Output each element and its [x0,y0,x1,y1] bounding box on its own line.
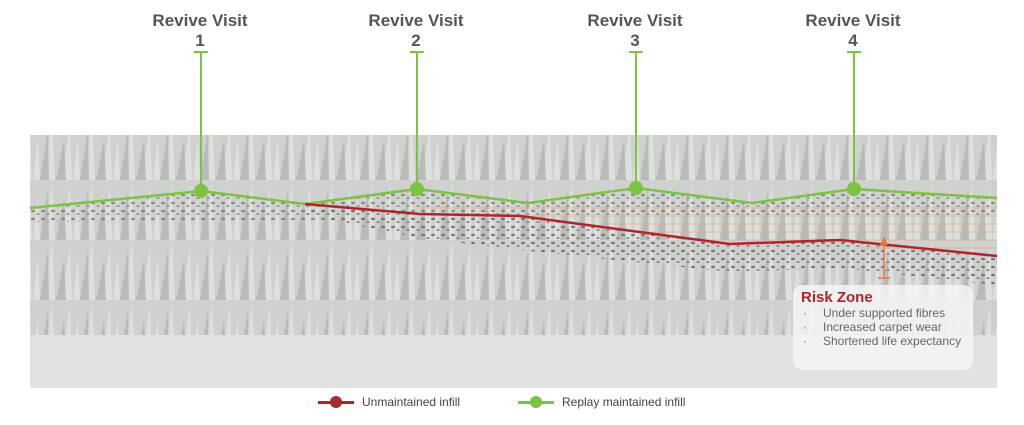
visit-number: 3 [630,31,640,50]
maintained-infill-layer [30,188,997,222]
legend-label: Unmaintained infill [362,395,461,409]
visit-number: 2 [411,31,421,50]
legend-label: Replay maintained infill [562,395,686,409]
risk-zone-callout: Risk Zone Under supported fibres Increas… [793,285,973,370]
visit-number: 1 [195,31,205,50]
unmaintained-infill-line [304,202,998,258]
visit-stems [194,51,861,191]
visit-title: Revive Visit [587,11,683,30]
visit-title: Revive Visit [805,11,901,30]
visit-title: Revive Visit [152,11,248,30]
risk-item: Under supported fibres [801,306,965,320]
visit-title: Revive Visit [368,11,464,30]
settled-infill-layer [305,204,997,285]
maintained-infill-line [29,186,998,210]
risk-item: Shortened life expectancy [801,334,965,348]
risk-item: Increased carpet wear [801,320,965,334]
legend-maintained: Replay maintained infill [518,394,685,410]
risk-gap-arrow [878,236,890,279]
visit-markers [194,181,861,198]
green-line-marker-icon [518,394,554,410]
visit-number: 4 [848,31,858,50]
legend-unmaintained: Unmaintained infill [318,394,460,410]
red-line-marker-icon [318,394,354,410]
risk-zone-title: Risk Zone [801,289,873,306]
